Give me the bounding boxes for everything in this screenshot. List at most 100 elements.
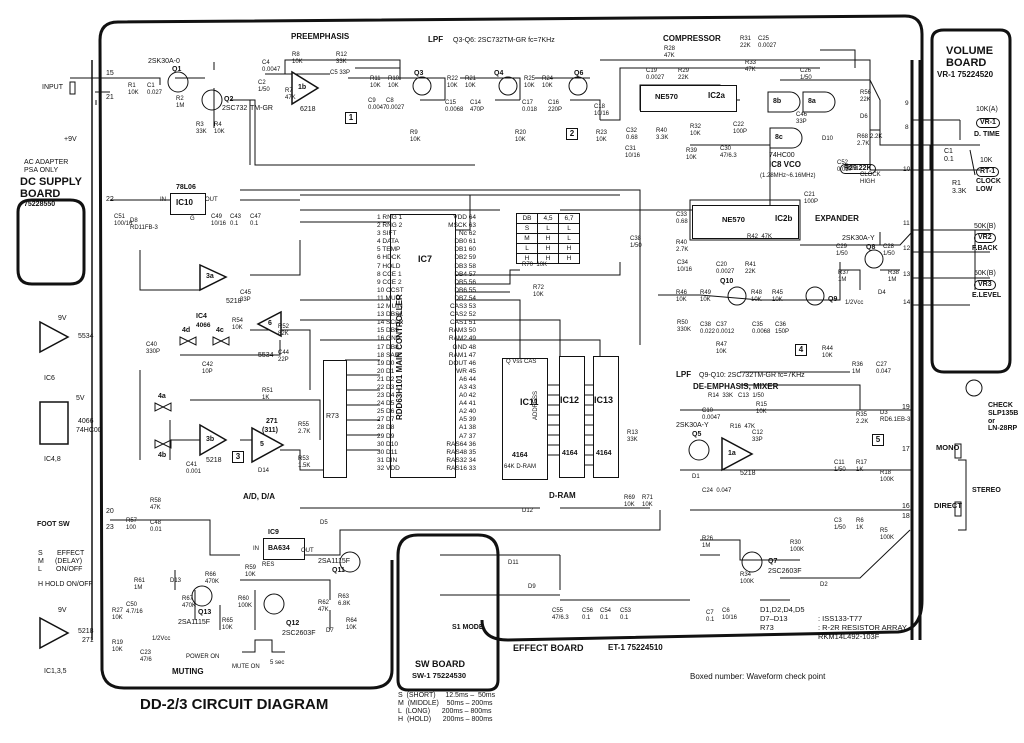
component-label-d5: D5 xyxy=(320,520,328,526)
component-label-r29: R29 22K xyxy=(678,68,690,81)
ic9-out: OUT xyxy=(301,548,314,554)
delay-range-row: S (SHORT) 12.5ms – 50ms xyxy=(398,692,496,699)
component-label-c13: C13 1/50 xyxy=(738,393,765,399)
component-label-r6: R6 1K xyxy=(856,518,864,531)
vr2-ref[interactable]: VR2 xyxy=(974,233,996,243)
rt1-low-ref[interactable]: RT-1 xyxy=(976,167,1000,177)
q10-ref: Q10 xyxy=(720,278,734,285)
component-label-c24: C24 0.047 xyxy=(702,488,732,494)
component-label-d9: D9 xyxy=(528,584,536,590)
component-label-pwron: POWER ON xyxy=(186,654,220,660)
r73-resistor-array xyxy=(323,360,347,478)
ic7-pin: 13 DBSL xyxy=(377,311,404,319)
component-label-r34: R34 100K xyxy=(740,572,755,585)
db-cell: H xyxy=(558,253,580,264)
component-label-r2: R2 1M xyxy=(176,96,185,109)
component-label-r17: R17 1K xyxy=(856,460,868,473)
component-label-c26: C26 1/50 xyxy=(800,68,812,81)
q7-type: 2SC2603F xyxy=(768,568,802,575)
section-vco: IC8 VCO xyxy=(769,160,802,169)
opamp-5-ref: 5 xyxy=(260,441,264,448)
ic10-out: OUT xyxy=(205,197,218,203)
parts-note-value: : R-2R RESISTOR ARRAY xyxy=(818,623,907,632)
vol-pin-11: 11 xyxy=(903,220,910,227)
component-label-r18: R18 100K xyxy=(880,470,895,483)
component-label-r65: R65 10K xyxy=(222,618,234,631)
ic13-type: 4164 xyxy=(596,450,612,457)
component-label-d13: D13 xyxy=(170,578,182,584)
conn-pin-21: 21 xyxy=(106,94,114,101)
ic2a-type: NE570 xyxy=(655,92,678,101)
ic7-pin: A3 43 xyxy=(459,383,476,391)
diagram-title: DD-2/3 CIRCUIT DIAGRAM xyxy=(140,696,329,713)
component-label-d7: D7 xyxy=(326,628,334,634)
volume-board-outline xyxy=(930,28,1012,374)
ic7-pin: A4 41 xyxy=(459,400,476,408)
component-label-c7: C7 0.1 xyxy=(706,610,715,623)
component-label-c38: C38 1/50 xyxy=(630,236,642,249)
component-label-r33: R33 47K xyxy=(745,60,757,73)
component-label-r25: R25 10K xyxy=(524,76,536,89)
rt1-low-value: 10K xyxy=(980,157,993,164)
ic7-pin: 9 CCE 2 xyxy=(377,278,402,286)
q13-ref: Q13 xyxy=(198,609,212,616)
db-cell: S xyxy=(516,223,538,234)
component-label-c54: C54 0.1 xyxy=(600,608,612,621)
ic7-pin: DB7 54 xyxy=(454,294,476,302)
parts-note-row: D1,D2,D4,D5 xyxy=(760,605,907,614)
ic48-legend-type2: 74HC00 xyxy=(76,427,102,434)
ac-adapter-label: AC ADAPTER xyxy=(24,159,69,166)
component-label-r38: R38 1M xyxy=(888,270,900,283)
opamp-3a-ref: 3a xyxy=(206,273,214,280)
psa-only-label: PSA ONLY xyxy=(24,167,59,174)
delay-range-row: L (LONG) 200ms – 800ms xyxy=(398,708,492,715)
ic7-pin: A1 38 xyxy=(459,424,476,432)
component-label-r51: R51 1K xyxy=(262,388,274,401)
check-point-2: 2 xyxy=(566,128,578,140)
component-label-r20: R20 10K xyxy=(515,130,527,143)
section-dram: D-RAM xyxy=(549,491,576,500)
component-label-r54: R54 10K xyxy=(232,318,244,331)
parts-note-row: D7–D13: ISS133-T77 xyxy=(760,614,907,623)
volume-board-part: VR-1 75224520 xyxy=(937,70,994,79)
ic7-ref: IC7 xyxy=(418,254,433,264)
section-compressor: COMPRESSOR xyxy=(663,34,721,43)
component-label-d11: D11 xyxy=(508,560,519,566)
component-label-r46: R46 10K xyxy=(676,290,688,303)
section-s1mode: S1 MODE xyxy=(452,624,484,631)
component-label-r64: R64 10K xyxy=(346,618,358,631)
q12-type: 2SC2603F xyxy=(282,630,316,637)
component-label-r35: R35 2.2K xyxy=(856,412,869,425)
dc-board-name2: BOARD xyxy=(20,188,61,200)
component-label-c47: C47 0.1 xyxy=(250,214,262,227)
delay-range-row: M (MIDDLE) 50ms – 200ms xyxy=(398,700,493,707)
component-label-r8: R8 10K xyxy=(292,52,303,65)
vr3-ref[interactable]: VR3 xyxy=(974,280,996,290)
component-label-r71: R71 10K xyxy=(642,495,654,508)
ic7-pin: 4 DATA xyxy=(377,238,399,246)
vol-c1: C1 0.1 xyxy=(944,148,954,163)
r73-ref: R73 xyxy=(326,413,339,420)
rt1-high-ref[interactable]: R29 22K xyxy=(840,164,876,174)
ic6-legend-ref: IC6 xyxy=(44,375,55,382)
vr1-ref[interactable]: VR-1 xyxy=(976,118,1000,128)
component-label-c41: C41 0.001 xyxy=(186,462,202,475)
component-label-r27: R27 10K xyxy=(112,608,124,621)
component-label-r42: R42 47K xyxy=(747,234,773,240)
component-label-d6: D6 xyxy=(860,114,868,120)
ic7-pin: RAM3 50 xyxy=(448,327,476,335)
component-label-rt1: RT-1 xyxy=(846,166,859,172)
component-label-r67: R67 470K xyxy=(182,596,197,609)
component-label-c44: C44 22P xyxy=(278,350,290,363)
plus9v-label: +9V xyxy=(64,136,77,143)
ic2b-ref: IC2b xyxy=(775,214,793,223)
component-label-r56: R56 22K xyxy=(860,90,872,103)
vco-chip: 74HC00 xyxy=(769,152,795,159)
db-header-cell: 4,5 xyxy=(537,213,559,224)
vr1-value: 10K(A) xyxy=(976,106,998,113)
db-cell: L xyxy=(537,223,559,234)
component-label-c50: C50 4.7/16 xyxy=(126,602,143,615)
component-label-c1: C1 0.027 xyxy=(147,83,163,96)
